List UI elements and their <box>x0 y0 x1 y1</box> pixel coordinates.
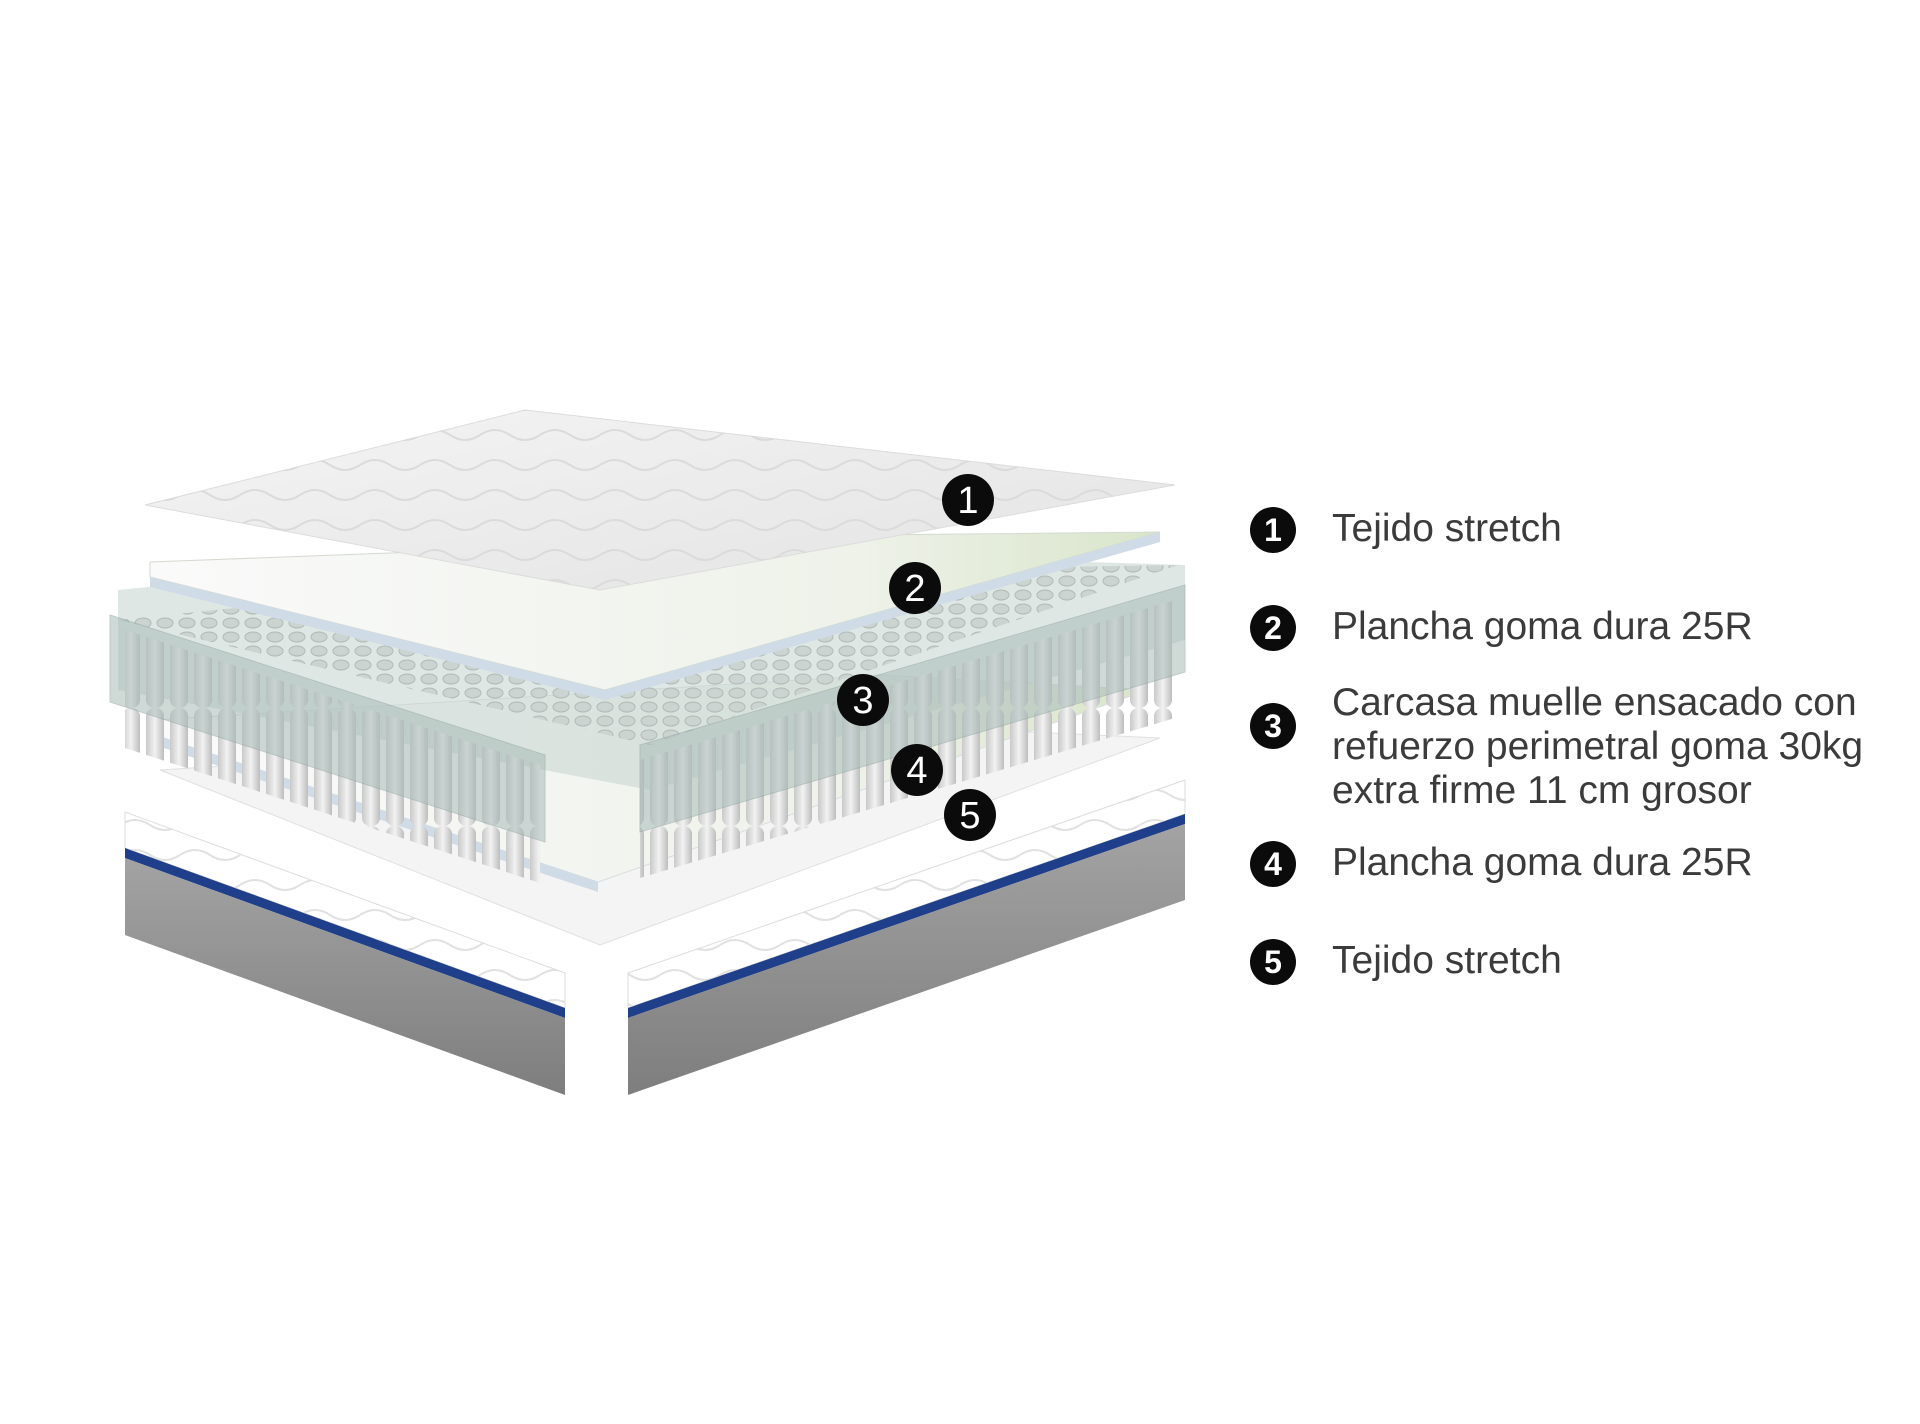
layer-marker-2: 2 <box>889 562 941 614</box>
base-left-texture <box>125 812 565 1008</box>
legend-label-3: Carcasa muelle ensacado con refuerzo per… <box>1332 681 1864 812</box>
legend-number-3: 3 <box>1250 703 1296 749</box>
legend-item-1: 1 Tejido stretch <box>1250 507 1892 553</box>
svg-text:1: 1 <box>957 480 978 522</box>
svg-text:2: 2 <box>904 568 925 610</box>
layer-marker-4: 4 <box>891 744 943 796</box>
legend-number-1: 1 <box>1250 507 1296 553</box>
legend-label-5: Tejido stretch <box>1332 939 1562 982</box>
base-right-texture <box>628 780 1185 1008</box>
legend-item-3: 3 Carcasa muelle ensacado con refuerzo p… <box>1250 681 1892 813</box>
spring-frame-right <box>639 584 1186 833</box>
base-left-side <box>125 858 565 1095</box>
legend-label-2: Plancha goma dura 25R <box>1332 605 1753 648</box>
layer-marker-1: 1 <box>942 474 994 526</box>
legend-item-4: 4 Plancha goma dura 25R <box>1250 841 1892 887</box>
spring-frame-left <box>109 614 546 843</box>
legend-item-2: 2 Plancha goma dura 25R <box>1250 605 1892 651</box>
svg-text:3: 3 <box>852 680 873 722</box>
mattress-layers-diagram: 1 2 3 4 5 <box>109 409 1186 1095</box>
legend-label-4: Plancha goma dura 25R <box>1332 841 1753 884</box>
layer-marker-5: 5 <box>944 789 996 841</box>
svg-text:5: 5 <box>959 795 980 837</box>
base-left-band <box>125 848 565 1018</box>
base-right-side <box>628 824 1185 1095</box>
base-cover <box>124 779 1186 1095</box>
legend-number-5: 5 <box>1250 939 1296 985</box>
legend-label-1: Tejido stretch <box>1332 507 1562 550</box>
legend-number-2: 2 <box>1250 605 1296 651</box>
legend-item-5: 5 Tejido stretch <box>1250 939 1892 985</box>
layer-marker-3: 3 <box>837 674 889 726</box>
base-right-band <box>628 814 1185 1018</box>
svg-text:4: 4 <box>906 750 927 792</box>
layer-1-texture <box>145 410 1175 590</box>
legend-number-4: 4 <box>1250 841 1296 887</box>
